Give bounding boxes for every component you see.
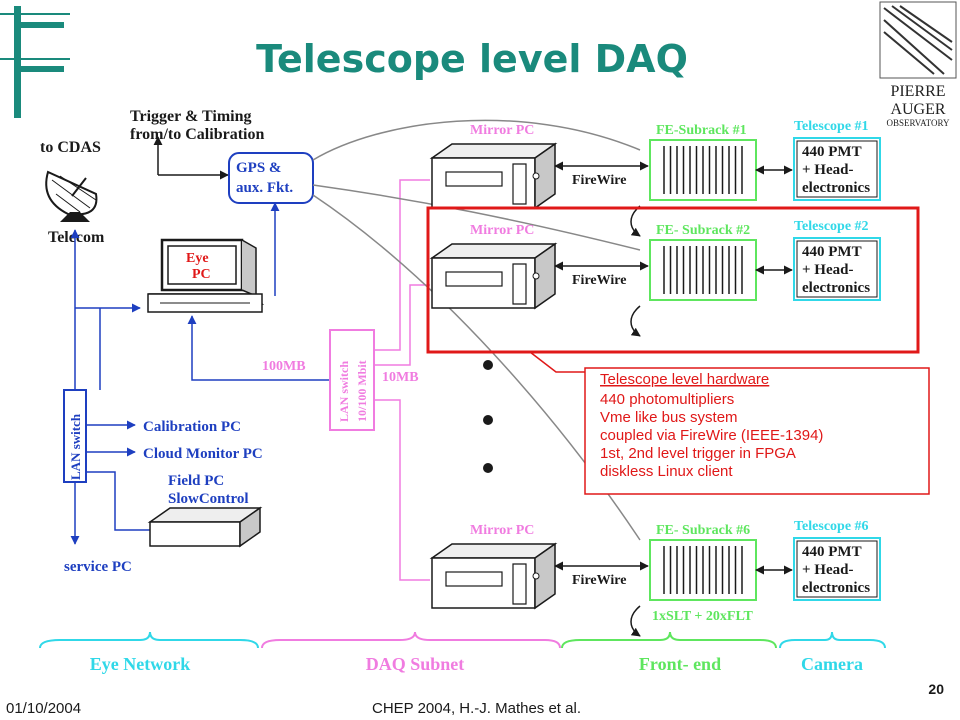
firewire-label: FireWire [572, 573, 626, 588]
lan-switch-2-line2: 10/100 Mbit [355, 360, 369, 422]
callout-line: 1st, 2nd level trigger in FPGA [600, 445, 796, 462]
lan-switch-2-line1: LAN switch [337, 361, 351, 422]
pmt-line3: electronics [802, 580, 870, 596]
field-pc-line2: SlowControl [168, 491, 249, 507]
slt-flt-label: 1xSLT + 20xFLT [652, 609, 754, 624]
pmt-line1: 440 PMT [802, 544, 862, 560]
firewire-label: FireWire [572, 273, 626, 288]
continuation-dots [483, 360, 493, 473]
callout-line: diskless Linux client [600, 463, 733, 480]
mirror-pc-label: Mirror PC [470, 523, 534, 538]
callout-box [584, 367, 930, 495]
to-cdas-label: to CDAS [40, 139, 101, 156]
subrack-label: FE- Subrack #2 [656, 223, 750, 238]
callout-line: coupled via FireWire (IEEE-1394) [600, 427, 823, 444]
telecom-label: Telecom [48, 229, 105, 246]
mirror-pc-label: Mirror PC [470, 223, 534, 238]
trigger-link [630, 305, 641, 337]
subrack-label: FE- Subrack #6 [656, 523, 750, 538]
pmt-line1: 440 PMT [802, 244, 862, 260]
eye-pc-line1: Eye [186, 251, 209, 266]
cloud-monitor-pc-label: Cloud Monitor PC [143, 446, 263, 462]
field-pc-line1: Field PC [168, 473, 224, 489]
camera-box [793, 137, 881, 201]
mirror-pc-icon [429, 542, 558, 610]
camera-box [793, 237, 881, 301]
subrack-box [649, 239, 757, 301]
speed-10-label: 10MB [382, 370, 419, 385]
subrack-box [649, 539, 757, 601]
subrack-label: FE-Subrack #1 [656, 123, 747, 138]
mirror-pc-label: Mirror PC [470, 123, 534, 138]
telescope-rows: Mirror PC FireWire FE-Subrack #1 Telescope … [429, 119, 881, 637]
trigger-link [630, 605, 641, 637]
logo-line2: AUGER [890, 101, 945, 118]
pmt-line1: 440 PMT [802, 144, 862, 160]
callout-line: 440 photomultipliers [600, 391, 734, 408]
mirror-pc-icon [429, 242, 558, 310]
callout-pointer [529, 351, 585, 373]
firewire-label: FireWire [572, 173, 626, 188]
pmt-line3: electronics [802, 180, 870, 196]
footer-center: CHEP 2004, H.-J. Mathes et al. [372, 700, 581, 717]
pmt-line2: + Head- [802, 562, 853, 578]
lan-switch-2-box [329, 329, 375, 431]
callout-title: Telescope level hardware [600, 371, 769, 388]
logo-line3: OBSERVATORY [887, 118, 950, 128]
telescope-label: Telescope #1 [794, 119, 869, 134]
camera-box [793, 537, 881, 601]
logo-line1: PIERRE [890, 83, 945, 100]
gps-line1: GPS & [236, 160, 281, 176]
eye-network-label: Eye Network [90, 654, 190, 674]
mirror-pc-icon [429, 142, 558, 210]
trigger-link [630, 205, 641, 237]
gps-line2: aux. Fkt. [236, 180, 293, 196]
telescope-label: Telescope #2 [794, 219, 869, 234]
trigger-line1: Trigger & Timing [130, 108, 251, 125]
auger-logo: PIERRE AUGER OBSERVATORY [879, 1, 957, 128]
footer-date: 01/10/2004 [6, 700, 81, 717]
telescope-row: Mirror PC FireWire FE-Subrack #1 Telescope … [429, 119, 881, 237]
eye-pc-line2: PC [192, 267, 211, 282]
speed-100-label: 100MB [262, 359, 306, 374]
telescope-label: Telescope #6 [794, 519, 869, 534]
page-number: 20 [928, 681, 944, 697]
callout-line: Vme like bus system [600, 409, 738, 426]
front-end-label: Front- end [639, 654, 721, 674]
telescope-row: Mirror PC FireWire FE- Subrack #2 Telescope… [429, 219, 881, 337]
pmt-line2: + Head- [802, 162, 853, 178]
section-braces [39, 631, 886, 649]
pmt-line2: + Head- [802, 262, 853, 278]
telescope-row: Mirror PC FireWire FE- Subrack #6 Telescope… [429, 519, 881, 637]
satellite-dish-icon [45, 170, 98, 222]
pmt-line3: electronics [802, 280, 870, 296]
highlight-box [426, 206, 920, 354]
service-pc-label: service PC [64, 559, 132, 575]
field-pc-icon [147, 506, 263, 548]
daq-subnet-links [374, 179, 430, 581]
daq-subnet-label: DAQ Subnet [366, 654, 465, 674]
subrack-box [649, 139, 757, 201]
corner-logo [0, 6, 70, 118]
camera-label: Camera [801, 654, 863, 674]
lan-switch-label: LAN switch [68, 413, 83, 480]
trigger-line2: from/to Calibration [130, 126, 264, 143]
slide-title: Telescope level DAQ [256, 37, 688, 81]
eye-network-links [70, 202, 330, 545]
eye-pc-icon [147, 238, 265, 313]
calibration-pc-label: Calibration PC [143, 419, 241, 435]
